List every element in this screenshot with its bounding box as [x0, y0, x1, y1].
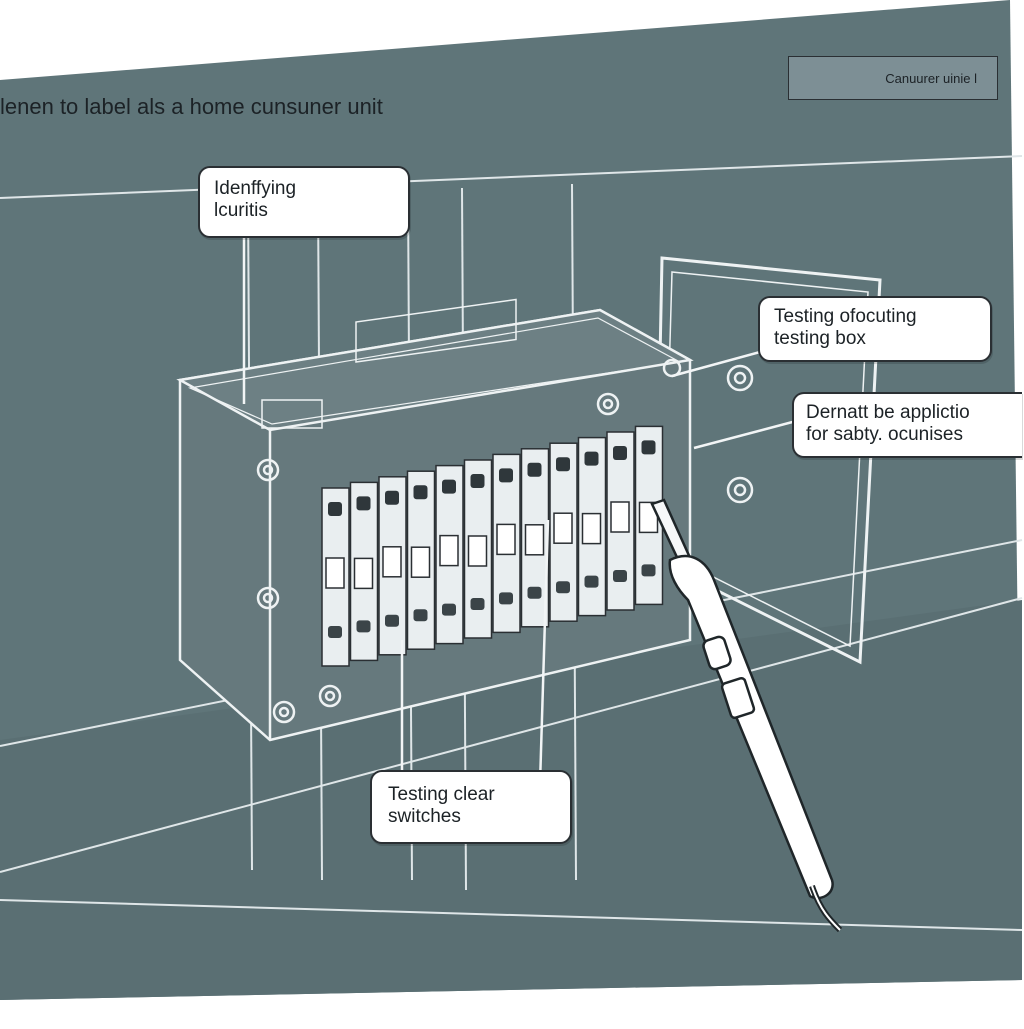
callout-identifying-circuits: Idenffying lcuritis: [198, 166, 410, 238]
diagram-title: lenen to label als a home cunsuner unit: [0, 94, 383, 119]
breaker-switch-row: [321, 425, 664, 667]
callout-safety: Dernatt be applictio for sabty. ocunises: [792, 392, 1022, 458]
breaker-switch-icon: [378, 476, 407, 656]
breaker-switch-icon: [549, 442, 578, 622]
breaker-switch-icon: [577, 436, 607, 617]
callout-testing-switches: Testing clear switches: [370, 770, 572, 844]
callout-line: switches: [388, 806, 461, 827]
breaker-switch-icon: [492, 453, 521, 634]
breaker-switch-icon: [463, 459, 493, 639]
callout-line: Testing ofocuting: [774, 306, 917, 327]
callout-line: testing box: [774, 328, 866, 349]
breaker-switch-icon: [520, 448, 550, 628]
callout-line: Dernatt be applictio: [806, 402, 970, 423]
breaker-switch-icon: [406, 470, 436, 650]
voltage-tester-pen-icon: [650, 498, 843, 933]
breaker-switch-icon: [435, 464, 464, 645]
callout-line: for sabty. ocunises: [806, 424, 964, 445]
callout-testing-box: Testing ofocuting testing box: [758, 296, 992, 362]
breaker-switch-icon: [606, 431, 635, 611]
callout-line: Testing clear: [388, 784, 495, 805]
breaker-switch-icon: [349, 481, 379, 662]
callout-line: lcuritis: [214, 200, 268, 221]
callout-line: Idenffying: [214, 178, 297, 199]
header-chip: Canuurer uinie l: [788, 56, 998, 100]
breaker-switch-icon: [321, 487, 350, 667]
